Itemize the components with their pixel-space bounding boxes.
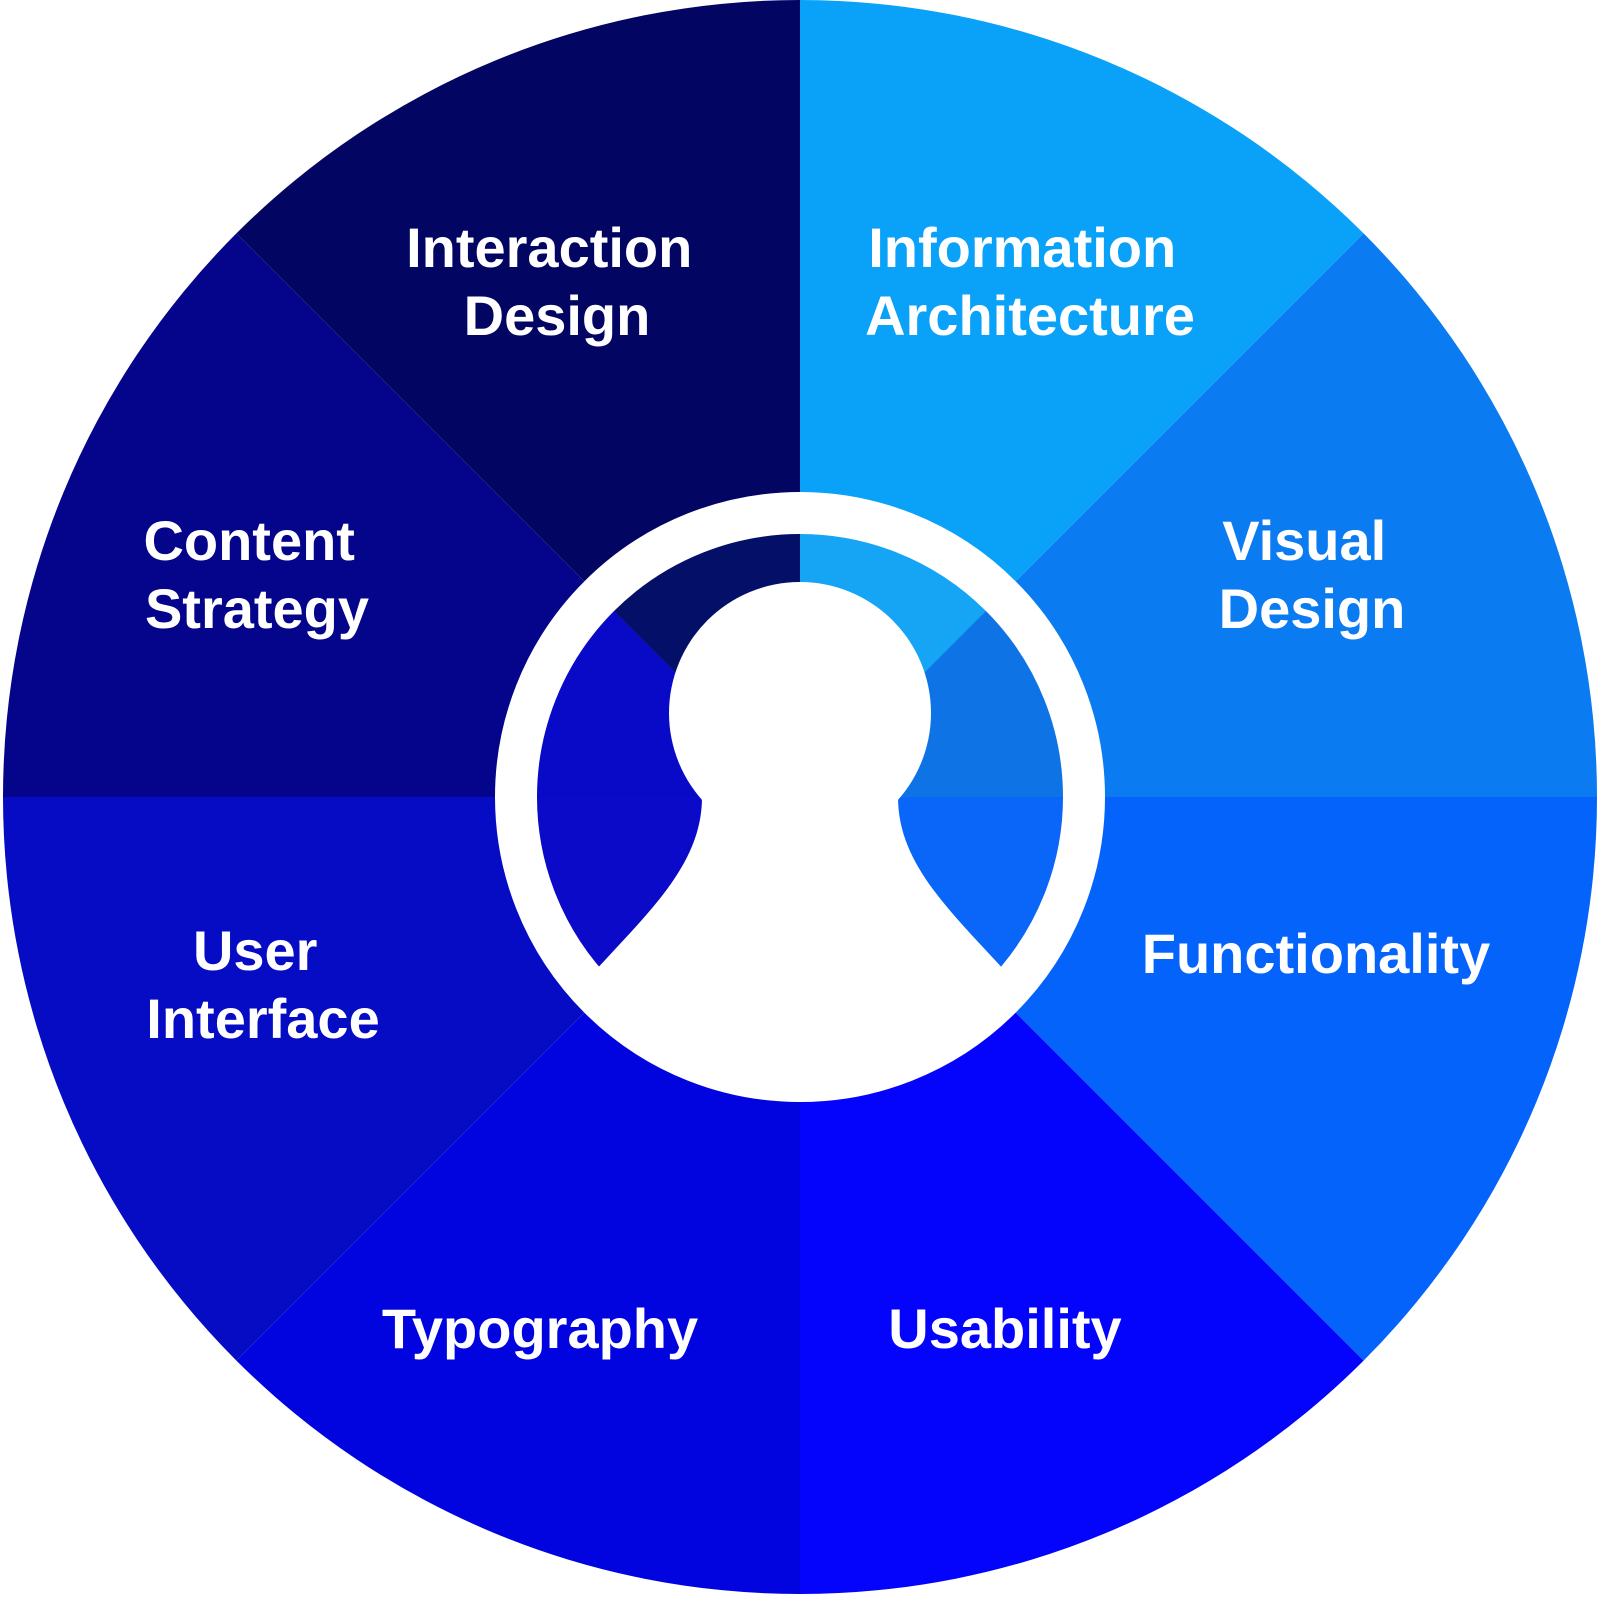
label-content-strategy: Content Strategy — [143, 509, 370, 640]
person-body — [523, 797, 1077, 1100]
segment-labels: Information Architecture Visual Design F… — [143, 216, 1490, 1360]
label-typography: Typography — [382, 1297, 698, 1360]
label-information-architecture: Information Architecture — [865, 216, 1195, 347]
center-badge — [495, 492, 1105, 1102]
label-usability: Usability — [888, 1297, 1121, 1360]
label-functionality: Functionality — [1142, 922, 1490, 985]
person-head — [669, 582, 931, 844]
person-icon — [523, 582, 1077, 1100]
label-visual-design: Visual Design — [1219, 509, 1406, 640]
label-interaction-design: Interaction Design — [406, 216, 708, 347]
label-user-interface: User Interface — [146, 919, 379, 1050]
